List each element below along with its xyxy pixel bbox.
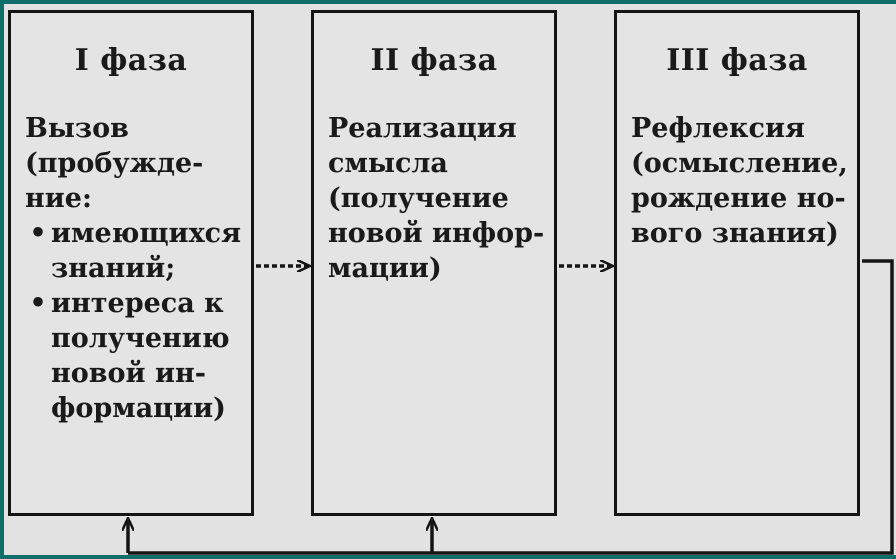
phase-2-stage: смысла [328,148,448,179]
phase-1-body: Вызов (пробужде- ние: •имеющихся знаний;… [25,111,241,426]
phase-3-title: III фаза [666,43,808,78]
phase-2-box: II фаза Реализация смысла (получение нов… [311,10,557,516]
phase-1-bullet-2-text: интереса к [51,288,224,319]
phase-2-stage: Реализация [328,113,517,144]
phase-2-line: (получение [328,183,509,214]
phase-2-line: мации) [328,253,442,284]
bullet-dot-icon: • [29,218,47,249]
phase-3-box: III фаза Рефлексия (осмысление, рождение… [614,10,860,516]
phase-2-body: Реализация смысла (получение новой инфор… [328,111,544,286]
phase-1-stage: Вызов [25,113,129,144]
phase-1-bullet-2-cont: формации) [51,393,226,424]
phase-1-bullet: •имеющихся [25,216,241,251]
phase-1-line: (пробужде- [25,148,204,179]
phase-3-stage: Рефлексия [631,113,805,144]
phase-1-bullet-1-text: имеющихся [51,218,242,249]
phase-1-box: I фаза Вызов (пробужде- ние: •имеющихся … [8,10,254,516]
bullet-dot-icon: • [29,288,47,319]
phase-1-bullet-2-cont: получению [51,323,230,354]
diagram-canvas: I фаза Вызов (пробужде- ние: •имеющихся … [4,4,896,555]
phase-2-line: новой инфор- [328,218,545,249]
phase-3-line: рождение но- [631,183,846,214]
phase-3-line: вого знания) [631,218,839,249]
phase-1-line: ние: [25,183,92,214]
phase-1-bullet-2-cont: новой ин- [51,358,206,389]
phase-2-title: II фаза [370,43,498,78]
phase-1-bullet: •интереса к [25,286,241,321]
phase-1-title: I фаза [74,43,188,78]
phase-3-line: (осмысление, [631,148,848,179]
phase-1-bullet-1-cont: знаний; [51,253,176,284]
phase-3-body: Рефлексия (осмысление, рождение но- вого… [631,111,848,251]
